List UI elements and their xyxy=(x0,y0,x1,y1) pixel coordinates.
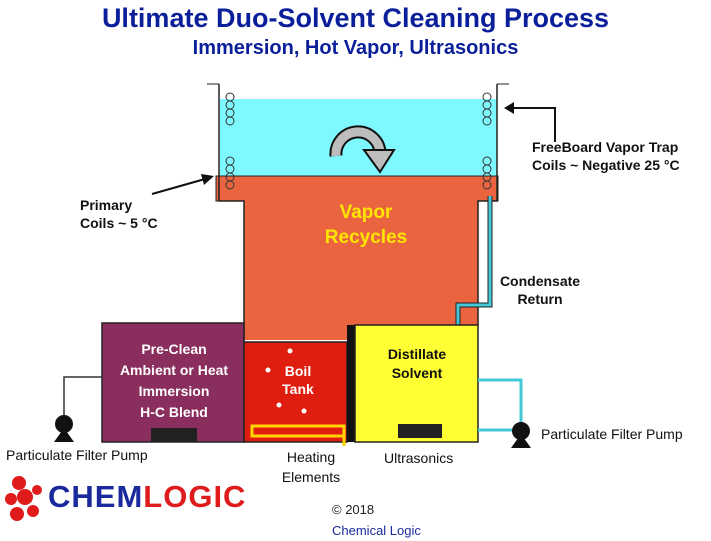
primary-coils-label: Primary Coils ~ 5 °C xyxy=(80,197,158,231)
page-subtitle: Immersion, Hot Vapor, Ultrasonics xyxy=(192,37,519,59)
recycle-arrow-icon xyxy=(329,125,396,174)
freeboard-pointer xyxy=(504,102,556,142)
right-pump-icon xyxy=(511,422,531,448)
page-title: Ultimate Duo-Solvent Cleaning Process xyxy=(101,3,610,33)
ultrasonics-label: Ultrasonics xyxy=(384,450,454,466)
left-pump-line xyxy=(63,376,102,418)
primary-coils-pointer xyxy=(151,174,214,195)
distillate-tank xyxy=(354,324,479,443)
distillate-label: Distillate Solvent xyxy=(387,346,447,381)
freeboard-label: FreeBoard Vapor Trap Coils ~ Negative 25… xyxy=(532,139,680,173)
distillate-shadow xyxy=(347,325,355,442)
logo-text-logic: LOGIC xyxy=(143,479,247,514)
preclean-label: Pre-Clean Ambient or Heat Immersion H-C … xyxy=(119,341,229,420)
vapor-recycles-label: Vapor Recycles xyxy=(324,202,408,248)
ultrasonic-transducer xyxy=(398,424,442,438)
preclean-filter-block xyxy=(151,428,197,442)
tank-left-wall xyxy=(218,84,245,342)
vapor-zone-upper xyxy=(215,175,499,202)
left-pump-label: Particulate Filter Pump xyxy=(6,447,148,463)
boil-tank-label: Boil Tank xyxy=(282,363,314,397)
chemlogic-logo: CHEMLOGIC xyxy=(48,479,246,515)
logo-molecule-icon xyxy=(5,476,42,521)
right-pump-label: Particulate Filter Pump xyxy=(541,426,683,442)
condensate-pipe-fill xyxy=(456,196,492,325)
vapor-chamber xyxy=(244,200,478,340)
right-pump-return-line xyxy=(478,378,523,424)
heating-elements-label: Heating Elements xyxy=(281,449,341,485)
bubbles xyxy=(265,348,307,414)
logo-text-chem: CHEM xyxy=(48,479,144,514)
left-pump-icon xyxy=(54,415,74,442)
copyright: © 2018 Chemical Logic xyxy=(332,502,421,538)
condensate-return-label: Condensate Return xyxy=(499,273,581,307)
primary-coils-left xyxy=(225,92,235,190)
freeboard-coils-right xyxy=(482,92,492,190)
